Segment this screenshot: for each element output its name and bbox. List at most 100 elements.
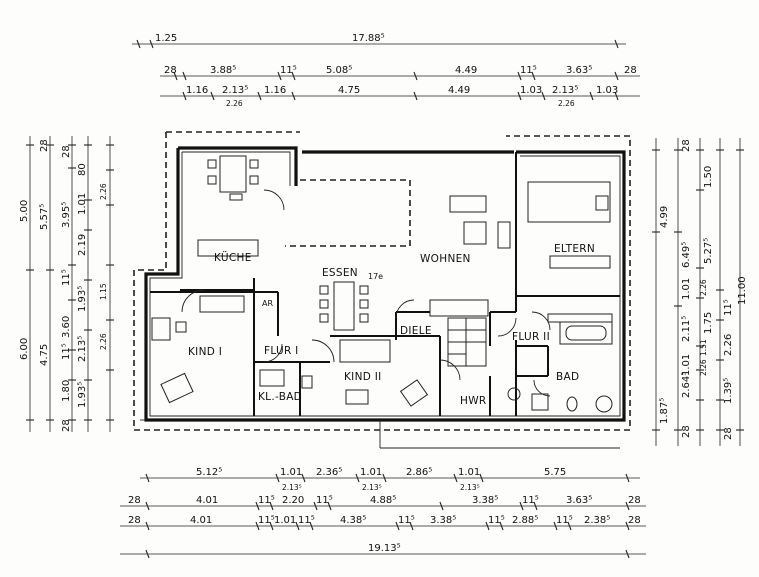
top-dim-r3-3: 4.75 bbox=[338, 85, 360, 96]
bottom-dim-r2-3: 2.20 bbox=[282, 495, 304, 506]
bottom-dim-r2-2: 11⁵ bbox=[258, 495, 275, 506]
left-dim-inner-6: 28 bbox=[61, 419, 72, 432]
left-dim-inner2-1: 1.01 bbox=[77, 193, 88, 215]
room-label-kueche: KÜCHE bbox=[214, 251, 252, 264]
right-dim-inner-0: 28 bbox=[681, 139, 692, 152]
right-dim-inner2-4: 28 bbox=[723, 427, 734, 440]
right-dimension-chains: 11.00 4.99 6.49⁵ 5.27⁵ 28 1.50 1.01 2.11… bbox=[652, 138, 748, 446]
right-dim-sub-1: 2.26 bbox=[699, 359, 708, 376]
bottom-dim-r3-8: 11⁵ bbox=[488, 515, 505, 526]
room-label-hwr: HWR bbox=[460, 395, 486, 407]
bottom-dim-r3-10: 11⁵ bbox=[556, 515, 573, 526]
bottom-dim-sub-1: 2.13⁵ bbox=[362, 483, 382, 492]
bottom-dim-r2-8: 3.63⁵ bbox=[566, 495, 592, 506]
right-dim-inner-7: 28 bbox=[681, 425, 692, 438]
left-dim-sub-0: 2.26 bbox=[99, 183, 108, 200]
left-dim-outer-1: 6.00 bbox=[19, 338, 30, 360]
top-dim-r2-3: 5.08⁵ bbox=[326, 65, 352, 76]
left-dim-sub-2: 1.15 bbox=[99, 283, 108, 300]
right-dim-outer-0: 11.00 bbox=[737, 276, 748, 305]
right-dim-inner-2: 1.01 bbox=[681, 278, 692, 300]
left-dim-inner2-5: 1.93⁵ bbox=[77, 382, 88, 408]
bottom-dim-r3-0: 28 bbox=[128, 515, 141, 526]
right-dim-mid-1: 6.49⁵ bbox=[681, 242, 692, 268]
right-dim-inner-6: 1.87⁵ bbox=[659, 398, 670, 424]
bottom-dim-r1-3: 1.01 bbox=[360, 467, 382, 478]
bottom-dim-r3-6: 11⁵ bbox=[398, 515, 415, 526]
interior-walls bbox=[150, 152, 620, 416]
left-dim-inner-5: 1.80 bbox=[61, 380, 72, 402]
top-dim-sub-0: 2.26 bbox=[226, 99, 243, 108]
top-dim-r3-1: 2.13⁵ bbox=[222, 85, 248, 96]
top-dim-r3-5: 1.03 bbox=[520, 85, 542, 96]
bottom-dim-r3-12: 28 bbox=[628, 515, 641, 526]
left-dim-inner2-4: 2.13⁵ bbox=[77, 336, 88, 362]
room-label-klbad: KL.-BAD bbox=[258, 391, 302, 403]
left-dim-outer-0: 5.00 bbox=[19, 200, 30, 222]
top-dim-r3-4: 4.49 bbox=[448, 85, 470, 96]
right-dim-inner-4: 1.01 bbox=[681, 354, 692, 376]
bottom-dim-r4-0: 19.13⁵ bbox=[368, 543, 401, 554]
top-dim-r2-1: 3.88⁵ bbox=[210, 65, 236, 76]
bottom-dim-r3-3: 1.01 bbox=[274, 515, 296, 526]
right-dim-inner-3: 2.11⁵ bbox=[681, 316, 692, 342]
top-dim-r3-7: 1.03 bbox=[596, 85, 618, 96]
bottom-dim-r1-6: 5.75 bbox=[544, 467, 566, 478]
bottom-dim-sub-0: 2.13⁵ bbox=[282, 483, 302, 492]
left-dim-mid-2: 4.75 bbox=[39, 344, 50, 366]
top-dim-r2-6: 3.63⁵ bbox=[566, 65, 592, 76]
exterior-walls bbox=[140, 146, 626, 449]
right-dim-sub-0: 2.26 bbox=[699, 279, 708, 296]
left-dim-mid-0: 28 bbox=[39, 139, 50, 152]
roof-outline bbox=[133, 131, 631, 431]
room-label-essen: ESSEN bbox=[322, 267, 358, 279]
bottom-dim-r2-0: 28 bbox=[128, 495, 141, 506]
room-label-eltern: ELTERN bbox=[554, 243, 595, 255]
left-dim-mid-1: 5.57⁵ bbox=[39, 204, 50, 230]
left-dim-inner-1: 3.95⁵ bbox=[61, 202, 72, 228]
bottom-dim-sub-2: 2.13⁵ bbox=[460, 483, 480, 492]
top-dim-r3-6: 2.13⁵ bbox=[552, 85, 578, 96]
bottom-dim-r3-4: 11⁵ bbox=[298, 515, 315, 526]
bottom-dimension-chains: 5.12⁵ 1.01 2.36⁵ 1.01 2.86⁵ 1.01 5.75 2.… bbox=[120, 467, 646, 559]
left-dim-inner2-3: 1.93⁵ bbox=[77, 286, 88, 312]
room-labels: KÜCHE ESSEN WOHNEN ELTERN KIND I FLUR I … bbox=[188, 243, 595, 407]
bottom-dim-r2-7: 11⁵ bbox=[522, 495, 539, 506]
bottom-dim-r2-5: 4.88⁵ bbox=[370, 495, 396, 506]
bottom-dim-r2-9: 28 bbox=[628, 495, 641, 506]
room-label-wohnen: WOHNEN bbox=[420, 253, 471, 265]
right-dim-sub-2: 1.51 bbox=[699, 339, 708, 356]
left-dim-inner-2: 11⁵ bbox=[61, 269, 72, 286]
top-dim-r2-4: 4.49 bbox=[455, 65, 477, 76]
bottom-dim-r1-2: 2.36⁵ bbox=[316, 467, 342, 478]
right-dim-inner2-1: 1.75 bbox=[703, 312, 714, 334]
right-dim-mid-0: 4.99 bbox=[659, 206, 670, 228]
bottom-dim-r1-4: 2.86⁵ bbox=[406, 467, 432, 478]
bottom-dim-r1-5: 1.01 bbox=[458, 467, 480, 478]
bottom-dim-r3-9: 2.88⁵ bbox=[512, 515, 538, 526]
room-label-ar: AR bbox=[262, 299, 273, 308]
right-dim-inner-5: 2.64⁵ bbox=[681, 372, 692, 398]
top-dim-r3-0: 1.16 bbox=[186, 85, 208, 96]
right-dim-inner-1: 1.50 bbox=[703, 166, 714, 188]
right-dim-inner2-2: 2.26 bbox=[723, 334, 734, 356]
bottom-dim-r3-11: 2.38⁵ bbox=[584, 515, 610, 526]
top-dim-r3-2: 1.16 bbox=[264, 85, 286, 96]
bottom-dim-r1-0: 5.12⁵ bbox=[196, 467, 222, 478]
top-dim-r2-2: 11⁵ bbox=[280, 65, 297, 76]
bottom-dim-r2-1: 4.01 bbox=[196, 495, 218, 506]
room-label-kind2: KIND II bbox=[344, 371, 382, 383]
room-label-bad: BAD bbox=[556, 371, 579, 383]
bottom-dim-r2-6: 3.38⁵ bbox=[472, 495, 498, 506]
left-dim-sub-1: 2.26 bbox=[99, 333, 108, 350]
top-dim-r2-0: 28 bbox=[164, 65, 177, 76]
left-dim-inner2-0: 80 bbox=[77, 163, 88, 176]
furniture bbox=[151, 155, 613, 413]
left-dim-inner-4: 11⁵ bbox=[61, 343, 72, 360]
door-swings bbox=[181, 189, 551, 397]
left-dim-inner-3: 3.60 bbox=[61, 316, 72, 338]
stair-annotation: 17e bbox=[368, 272, 383, 281]
left-dim-inner-0: 28 bbox=[61, 145, 72, 158]
